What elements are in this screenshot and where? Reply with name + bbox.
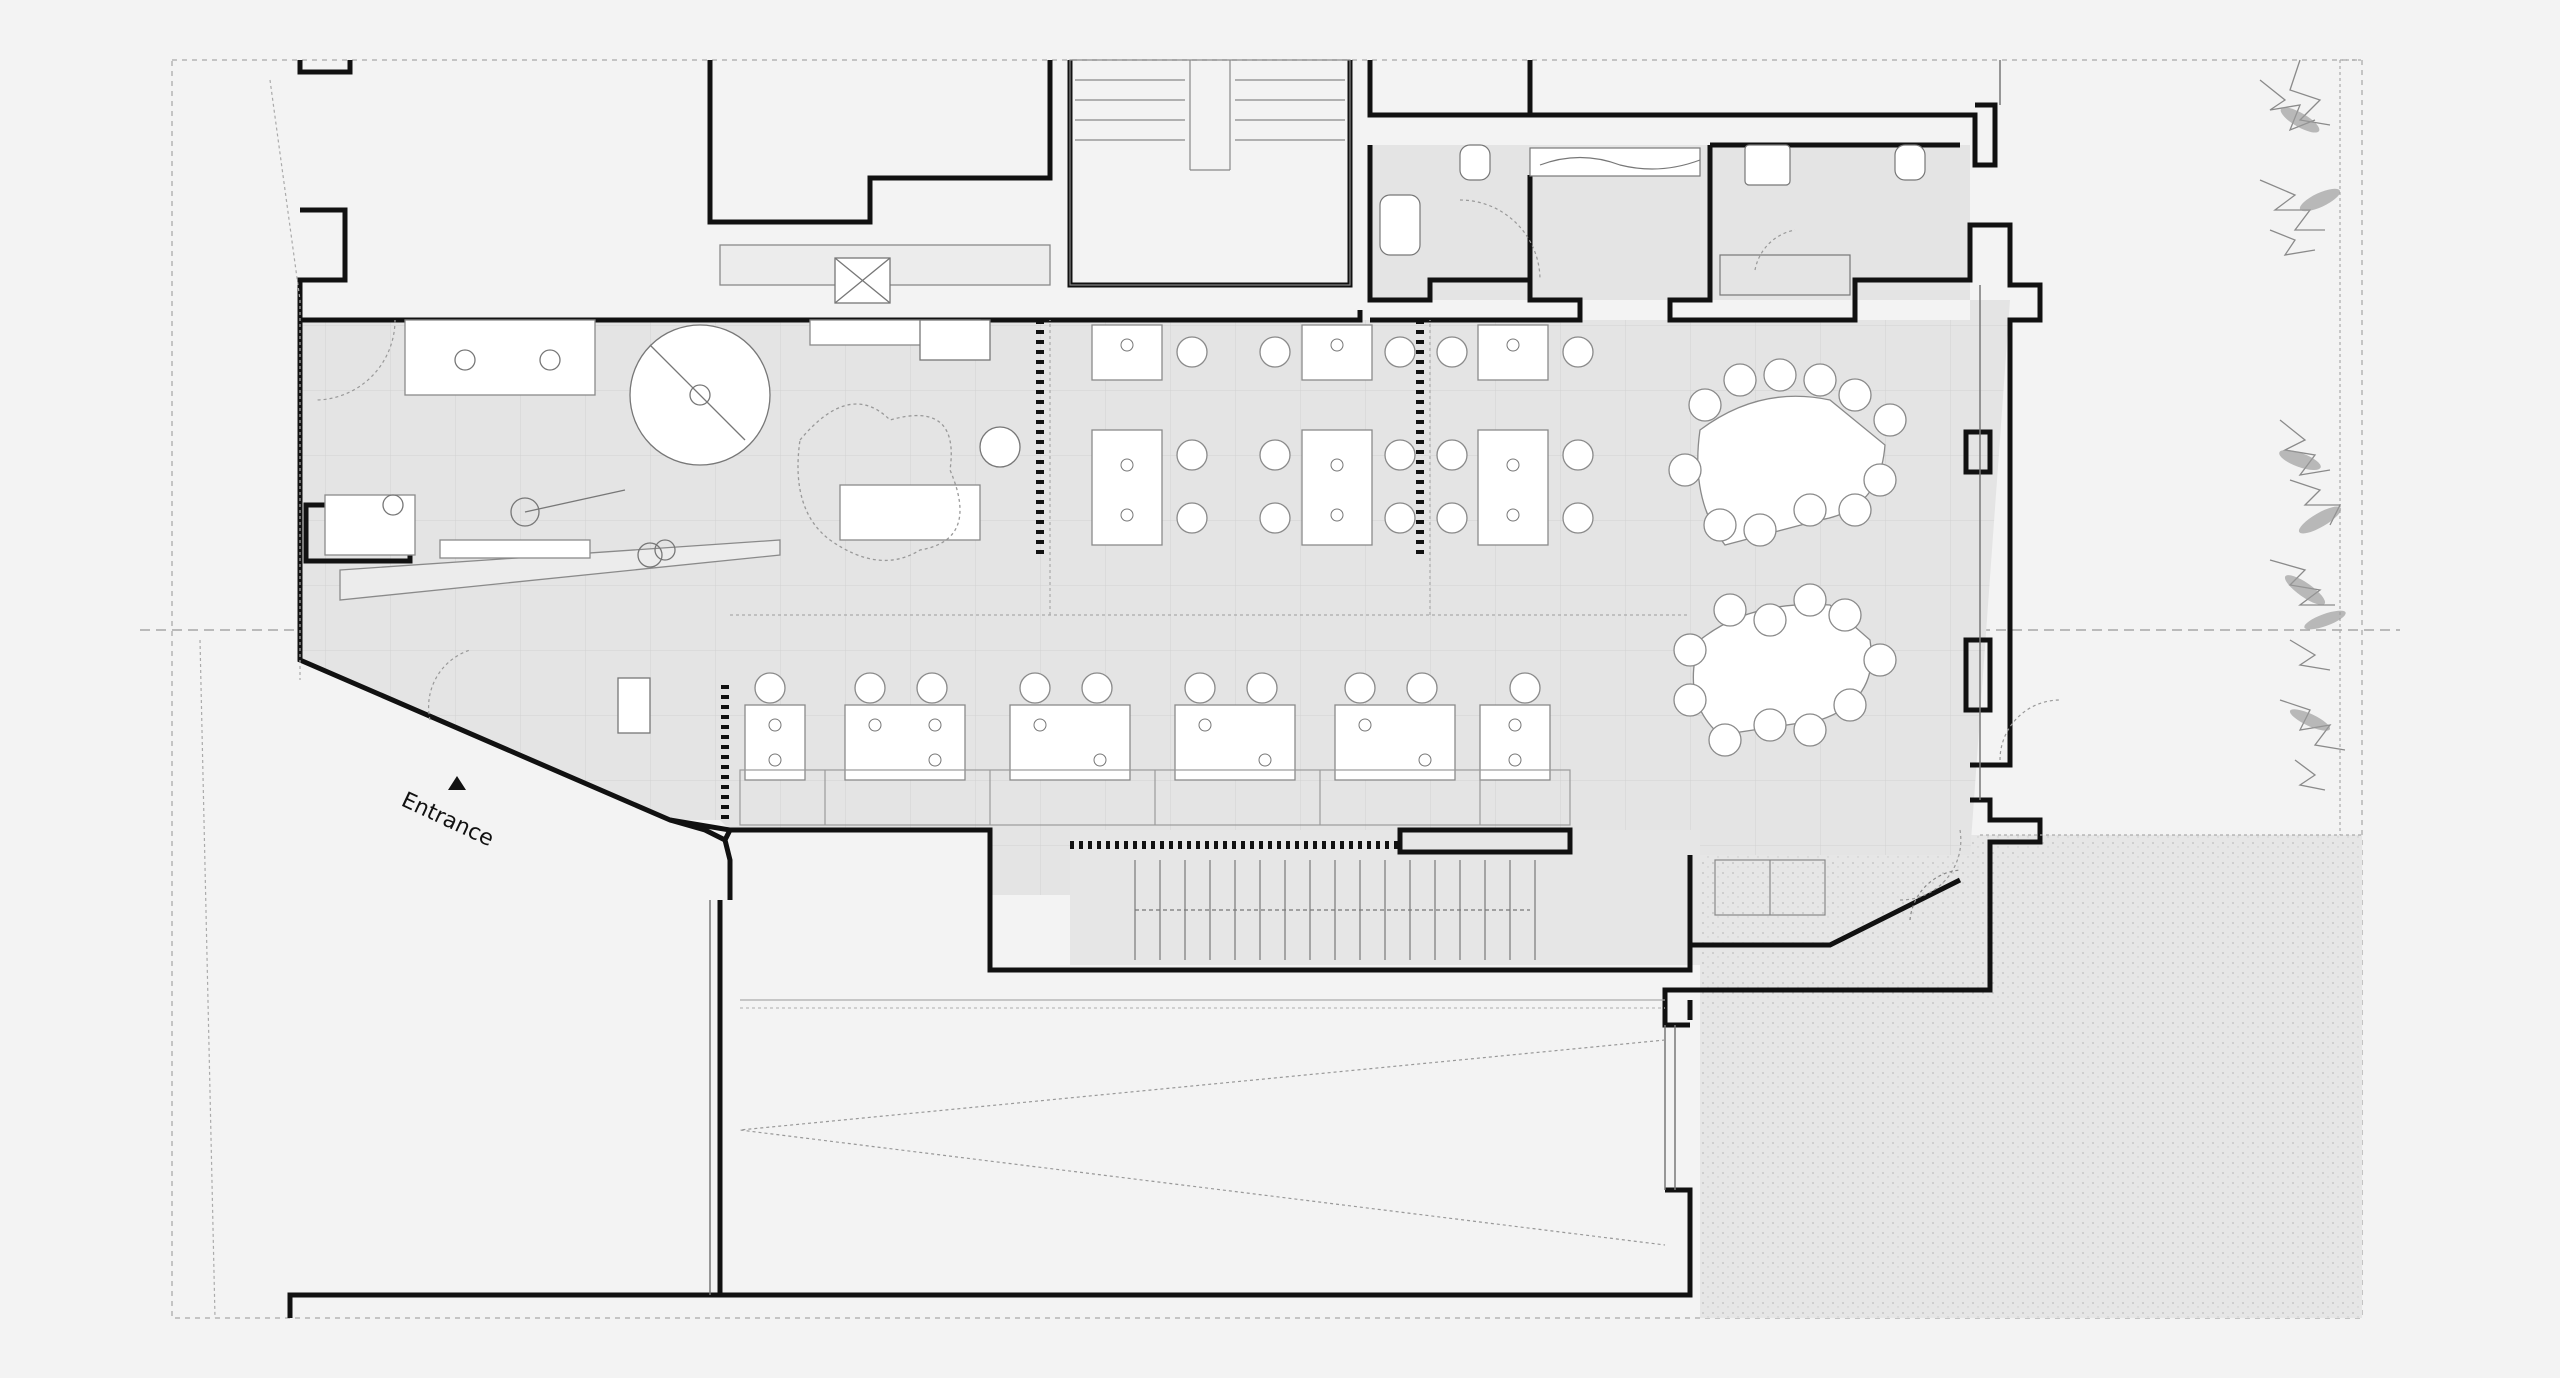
guide-lines	[199, 59, 2362, 1319]
upper-tables	[1091, 324, 1549, 546]
stairs-bottom	[1134, 860, 1536, 960]
glazing	[709, 60, 2001, 1295]
service-counter	[1714, 859, 1961, 921]
lower-bench	[739, 769, 1571, 826]
kitchen-counters	[324, 244, 1051, 601]
round-table-top	[1668, 358, 1907, 547]
lower-chairs	[754, 672, 1541, 704]
stairs-top	[1069, 59, 1351, 286]
planting-leaves	[2279, 107, 2346, 731]
toilets	[1379, 144, 1926, 296]
upper-chairs	[1176, 336, 1594, 534]
round-table-bottom	[1673, 583, 1897, 757]
lower-tables	[744, 704, 1551, 781]
ramp-guides	[739, 999, 1666, 1246]
place-settings	[768, 338, 1522, 767]
triangle-up-icon	[448, 776, 466, 790]
paved-courtyard-strip	[1980, 835, 2362, 955]
entrance-label: Entrance	[397, 788, 497, 852]
kitchen-equipment	[382, 257, 1021, 734]
partitions	[721, 320, 1424, 820]
planting	[2259, 59, 2346, 791]
door-swings	[314, 199, 2061, 901]
